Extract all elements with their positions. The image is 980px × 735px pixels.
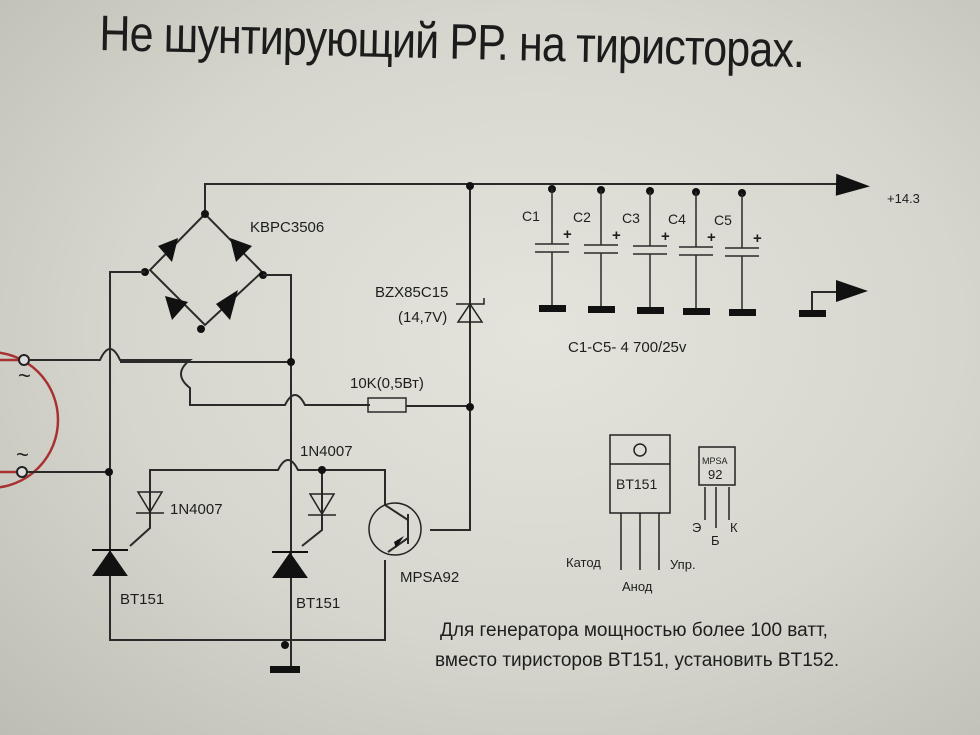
capacitor-c5: C5 +	[714, 189, 762, 316]
diode-1n4007-left	[136, 491, 164, 514]
note-line-1: Для генератора мощностью более 100 ватт,	[440, 620, 828, 641]
thyristor-right	[272, 551, 308, 578]
polarity-mark: +	[753, 230, 762, 247]
capacitor-label: C3	[622, 210, 640, 226]
diode-top-label: 1N4007	[300, 443, 353, 460]
polarity-mark: +	[612, 227, 621, 244]
junction	[466, 182, 474, 190]
capacitor-label: C1	[522, 208, 540, 224]
capacitor-c4: C4 +	[668, 188, 716, 315]
junction	[318, 466, 326, 474]
ground-output-symbol	[799, 310, 826, 317]
capacitor-label: C4	[668, 211, 686, 227]
bt151-pin-cathode: Катод	[566, 555, 601, 570]
transistor-mpsa92	[368, 502, 422, 556]
zener-voltage: (14,7V)	[398, 309, 447, 326]
capacitor-c2: C2 +	[573, 186, 621, 313]
thyristor-right-label: BT151	[296, 595, 340, 612]
mpsa92-pin-collector: К	[730, 520, 738, 535]
capacitor-label: C5	[714, 212, 732, 228]
junction	[105, 468, 113, 476]
polarity-mark: +	[563, 226, 572, 243]
transistor-label: MPSA92	[400, 569, 459, 586]
mpsa92-pin-emitter: Э	[692, 520, 701, 535]
mpsa92-package	[698, 446, 736, 528]
capacitor-note: C1-C5- 4 700/25v	[568, 339, 687, 356]
zener-diode	[456, 302, 484, 323]
output-arrow-ground	[836, 280, 868, 302]
junction	[287, 358, 295, 366]
mpsa92-package-line2: 92	[708, 467, 722, 482]
polarity-mark: +	[661, 228, 670, 245]
gate-wire	[149, 459, 386, 528]
thyristor-left	[92, 549, 128, 576]
junction	[281, 641, 289, 649]
junction	[466, 403, 474, 411]
mpsa92-package-line1: MPSA	[702, 456, 728, 466]
bridge-diode-3	[165, 296, 188, 320]
diode-left-label: 1N4007	[170, 501, 223, 518]
capacitor-c3: C3 +	[622, 187, 670, 314]
resistor-label: 10K(0,5Вт)	[350, 375, 424, 392]
ac-symbol-bottom: ~	[16, 442, 29, 467]
generator-winding	[0, 351, 60, 489]
resistor-10k	[367, 397, 407, 413]
bridge-label: KBPC3506	[250, 219, 324, 236]
capacitor-label: C2	[573, 209, 591, 225]
bt151-pin-anode: Анод	[622, 579, 653, 594]
output-voltage-label: +14.3	[887, 191, 920, 206]
ac-symbol-top: ~	[18, 363, 31, 388]
thyristor-left-label: BT151	[120, 591, 164, 608]
output-arrow-positive	[835, 173, 870, 196]
bt151-package	[609, 434, 671, 570]
bridge-rectifier	[141, 210, 267, 333]
wire-ac-top	[30, 348, 370, 406]
capacitor-c1: C1 +	[522, 185, 572, 312]
bridge-diode-4	[216, 290, 238, 320]
bt151-package-label: BT151	[616, 476, 657, 492]
polarity-mark: +	[707, 229, 716, 246]
capacitor-bank: C1+C2+C3+C4+C5+	[522, 185, 762, 316]
diode-1n4007-right	[308, 493, 336, 516]
ground-symbol	[270, 666, 300, 673]
bridge-diode-2	[230, 238, 252, 262]
zener-label: BZX85C15	[375, 284, 448, 301]
positive-rail	[204, 183, 840, 214]
bridge-diode-1	[158, 238, 178, 262]
mpsa92-pin-base: Б	[711, 533, 720, 548]
ground-output-wire	[811, 291, 840, 310]
terminal-ac-bottom	[16, 466, 28, 478]
wire-bridge-right	[263, 274, 292, 672]
bt151-pin-gate: Упр.	[670, 557, 696, 572]
terminal-ac-top	[18, 354, 30, 366]
note-line-2: вместо тиристоров BT151, установить BT15…	[435, 650, 840, 671]
zener-wire	[430, 186, 471, 531]
wire-bridge-left	[109, 271, 386, 641]
